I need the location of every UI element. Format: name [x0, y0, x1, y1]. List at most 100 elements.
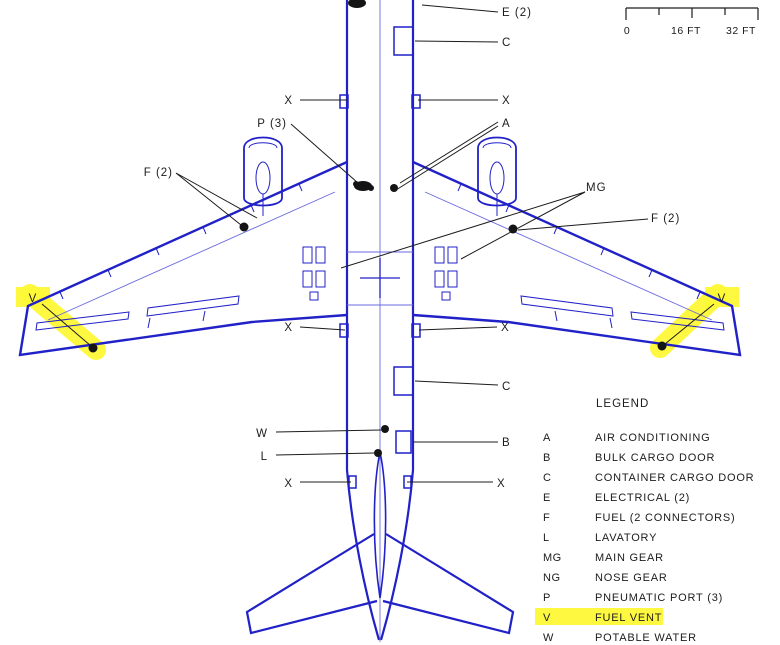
legend-description: PNEUMATIC PORT (3) — [595, 592, 723, 604]
left-gear-wheel — [315, 270, 326, 288]
right-flap-fairings — [554, 310, 613, 329]
right-wing-outline — [412, 160, 742, 357]
legend-code: B — [543, 452, 551, 464]
right-engine-core — [489, 161, 505, 195]
left-wing-spar — [47, 191, 336, 321]
legend-code: A — [543, 432, 551, 444]
tail — [245, 451, 515, 635]
left-gear-wheel — [302, 270, 313, 288]
leader-e2 — [421, 4, 499, 13]
callout-x-top-right: X — [502, 95, 511, 107]
vertical-fin — [373, 451, 387, 599]
legend-description: BULK CARGO DOOR — [595, 452, 715, 464]
scale-bar-ruler — [625, 7, 759, 20]
right-gear-strut — [441, 291, 451, 301]
callout-l: L — [261, 451, 268, 463]
right-wing-spar — [424, 191, 713, 321]
callout-x-bot-left: X — [284, 478, 293, 490]
airframe — [18, 0, 742, 642]
callout-x-bot-right: X — [497, 478, 506, 490]
callout-x-mid-right: X — [501, 322, 510, 334]
center-reference-cross — [360, 258, 400, 298]
right-flap — [520, 295, 614, 317]
right-aileron — [630, 311, 725, 331]
leader-w — [275, 429, 382, 433]
leader-lines — [41, 4, 715, 483]
left-stabilizer — [245, 533, 378, 635]
callout-c-fwd: C — [502, 37, 511, 49]
leader-v-left — [41, 303, 92, 347]
legend-description: FUEL VENT — [595, 612, 662, 624]
legend-code: NG — [543, 572, 561, 584]
callout-mg: MG — [586, 182, 607, 194]
left-gear-wheel — [315, 246, 326, 264]
right-gear-wheel — [447, 270, 458, 288]
fuselage — [345, 0, 415, 642]
main-gear — [302, 246, 458, 301]
fuselage-left-wall — [345, 0, 381, 641]
fuel-marker-left — [239, 222, 249, 232]
wing-box-spars — [347, 251, 413, 306]
leader-f2-right — [517, 218, 649, 231]
callout-v-right: V — [718, 293, 727, 305]
callout-x-mid-left: X — [284, 322, 293, 334]
legend: LEGEND A AIR CONDITIONING B BULK CARGO D… — [543, 398, 754, 644]
container-cargo-door-aft — [393, 366, 414, 396]
left-slat-ticks — [59, 183, 303, 300]
x-panel — [339, 323, 349, 338]
legend-description: NOSE GEAR — [595, 572, 668, 584]
legend-description: LAVATORY — [595, 532, 657, 544]
fuel-vent-marker-right — [657, 341, 667, 351]
leader-c-fwd — [414, 40, 499, 43]
legend-description: FUEL (2 CONNECTORS) — [595, 512, 736, 524]
wings — [18, 160, 742, 357]
engines — [243, 136, 517, 216]
legend-code: V — [543, 612, 551, 624]
nose-service-marker — [348, 0, 366, 8]
fuselage-right-wall — [379, 0, 415, 641]
leader-l — [275, 452, 375, 456]
highlight-legend-fuel-vent — [535, 608, 663, 625]
left-gear-strut — [309, 291, 319, 301]
potable-water-marker — [381, 425, 389, 433]
leader-mg — [340, 191, 586, 269]
x-panel — [411, 94, 421, 109]
fuel-marker-right — [508, 224, 518, 234]
highlight-v-left-label — [16, 287, 50, 307]
doors — [339, 26, 421, 489]
callout-f2-left: F (2) — [144, 167, 173, 179]
right-engine-nacelle — [477, 136, 517, 207]
left-engine-inlet — [248, 142, 278, 149]
callout-e2: E (2) — [502, 7, 532, 19]
leader-c-aft — [414, 380, 499, 386]
legend-code: W — [543, 632, 554, 644]
legend-code: C — [543, 472, 551, 484]
left-engine-core — [255, 161, 271, 195]
callout-p3: P (3) — [257, 118, 287, 130]
right-slat-ticks — [457, 183, 701, 300]
legend-code: F — [543, 512, 550, 524]
legend-code: MG — [543, 552, 562, 564]
scale-bar: 0 16 FT 32 FT — [624, 7, 759, 37]
container-cargo-door-fwd — [393, 26, 414, 56]
left-flap-fairings — [147, 310, 206, 329]
callout-c-aft: C — [502, 381, 511, 393]
legend-code: L — [543, 532, 550, 544]
right-engine-inlet — [482, 142, 512, 149]
callout-v-left: V — [29, 293, 38, 305]
scale-label-mid: 16 FT — [671, 25, 701, 37]
x-panel — [339, 94, 349, 109]
pneumatic-port-marker — [368, 185, 374, 191]
legend-title: LEGEND — [596, 398, 649, 410]
lavatory-marker — [374, 449, 382, 457]
air-conditioning-marker — [390, 184, 398, 192]
highlight-v-right-label — [705, 287, 739, 307]
left-aileron — [35, 311, 130, 331]
bulk-cargo-door — [395, 430, 412, 454]
callout-b: B — [502, 437, 511, 449]
scale-label-start: 0 — [624, 25, 630, 37]
service-point-markers — [88, 0, 667, 457]
right-gear-wheel — [447, 246, 458, 264]
